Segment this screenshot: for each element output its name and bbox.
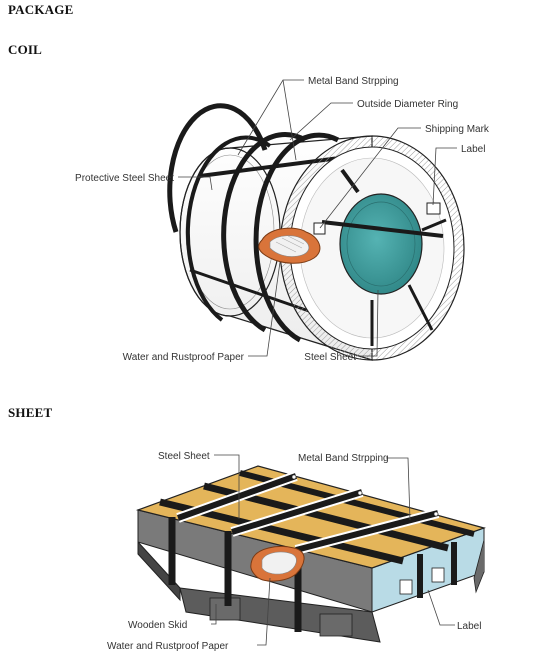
sheet-label [399,579,413,595]
coil-core [339,193,423,295]
coil-label-protective-sheet: Protective Steel Sheet [75,173,174,184]
coil-diagram: Metal Band Strpping Outside Diameter Rin… [75,76,490,363]
coil-label [426,202,441,215]
coil-label-label: Label [461,144,485,155]
coil-band [253,132,340,343]
sheet-diagram: Steel Sheet Metal Band Strpping Wooden S… [107,451,486,652]
sheet-label-paper: Water and Rustproof Paper [107,641,229,652]
sheet-label-wooden-skid: Wooden Skid [128,620,187,631]
coil-label-shipping-mark: Shipping Mark [425,124,490,135]
sheet-label-metal-band: Metal Band Strpping [298,453,389,464]
coil-label-metal-band: Metal Band Strpping [308,76,399,87]
coil-label-steel-sheet: Steel Sheet [304,352,356,363]
coil-label-outside-ring: Outside Diameter Ring [357,99,458,110]
section-heading-coil: COIL [8,42,43,57]
wooden-skid [137,540,181,602]
sheet-label [431,567,445,583]
section-heading-sheet: SHEET [8,405,53,420]
coil-label-paper: Water and Rustproof Paper [123,352,245,363]
sheet-label-label: Label [457,621,481,632]
page-heading-package: PACKAGE [8,2,74,17]
coil-band [221,132,307,333]
coil-band [185,135,272,322]
coil-band [167,103,268,233]
coil-shipping-mark [313,222,326,235]
sheet-label-steel-sheet: Steel Sheet [158,451,210,462]
